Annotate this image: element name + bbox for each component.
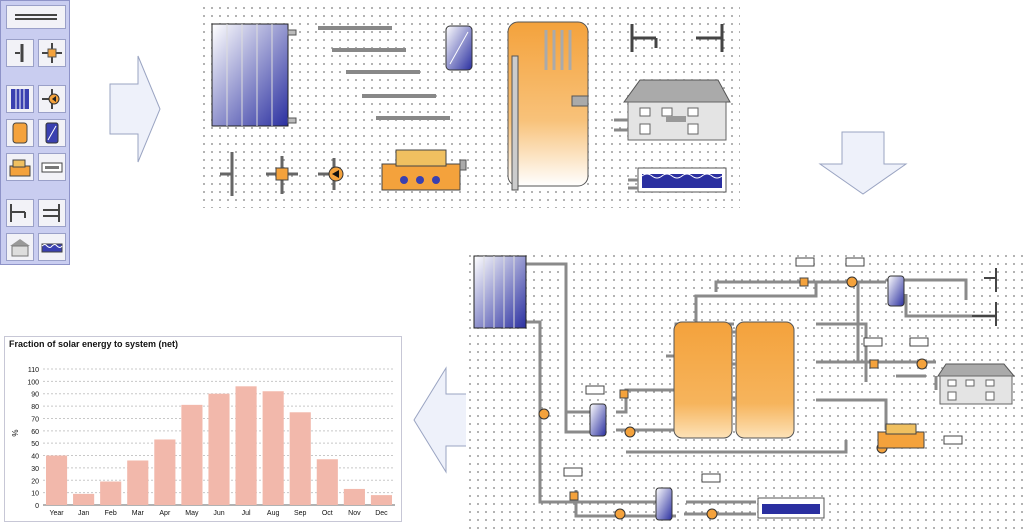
y-tick-label: 100 bbox=[27, 379, 39, 386]
y-tick-label: 110 bbox=[28, 367, 39, 374]
palette-cold-water-button[interactable] bbox=[38, 199, 66, 227]
solar-collector[interactable] bbox=[473, 255, 527, 329]
bar-year bbox=[45, 455, 68, 505]
bar-mar bbox=[127, 460, 149, 505]
bar-jan bbox=[73, 493, 95, 505]
solar-collector-icon bbox=[11, 89, 29, 109]
palette-valve-button[interactable] bbox=[38, 39, 66, 67]
x-tick-label: Mar bbox=[132, 510, 145, 517]
tee-pipe[interactable] bbox=[220, 152, 234, 196]
x-tick-label: Aug bbox=[267, 510, 280, 517]
storage-tank[interactable] bbox=[507, 21, 589, 191]
controller-icon bbox=[41, 162, 63, 173]
bar-sep bbox=[289, 412, 311, 505]
x-tick-label: May bbox=[185, 510, 199, 517]
pool-icon bbox=[41, 243, 63, 253]
x-tick-label: Apr bbox=[159, 510, 171, 517]
y-tick-label: 20 bbox=[31, 478, 39, 485]
pump-icon bbox=[42, 89, 60, 109]
controllers[interactable] bbox=[563, 257, 963, 483]
system-canvas[interactable] bbox=[466, 252, 1024, 529]
y-tick-label: 80 bbox=[31, 404, 39, 411]
storage-tanks[interactable] bbox=[673, 321, 795, 439]
x-tick-label: Jul bbox=[242, 510, 251, 517]
bar-jul bbox=[235, 386, 257, 505]
bar-aug bbox=[262, 391, 284, 505]
cold-water-icon bbox=[43, 204, 60, 222]
palette-exchanger-button[interactable] bbox=[38, 119, 66, 147]
y-axis-label: % bbox=[11, 429, 20, 436]
palette-tap-button[interactable] bbox=[6, 199, 34, 227]
bar-nov bbox=[343, 488, 365, 505]
bar-dec bbox=[370, 495, 393, 505]
heat-exchanger-icon bbox=[45, 122, 59, 144]
x-tick-label: Feb bbox=[105, 510, 117, 517]
mixing-valve[interactable] bbox=[266, 156, 298, 194]
pipe-icon bbox=[15, 14, 57, 20]
palette-tank-button[interactable] bbox=[6, 119, 34, 147]
palette-collector-button[interactable] bbox=[6, 85, 34, 113]
house[interactable] bbox=[937, 363, 1016, 405]
palette-boiler-button[interactable] bbox=[6, 153, 34, 181]
pipe-segments[interactable] bbox=[318, 26, 450, 120]
bar-oct bbox=[316, 459, 338, 505]
palette-pipe-button[interactable] bbox=[6, 5, 66, 29]
x-tick-label: Year bbox=[49, 510, 64, 517]
chart-plot: Fraction of solar energy to system (net)… bbox=[9, 339, 395, 517]
x-tick-label: Oct bbox=[322, 510, 333, 517]
palette-controller-button[interactable] bbox=[38, 153, 66, 181]
component-palette bbox=[0, 0, 70, 265]
solar-collector[interactable] bbox=[211, 23, 297, 127]
bar-feb bbox=[100, 481, 122, 505]
boiler[interactable] bbox=[877, 423, 925, 449]
pool[interactable] bbox=[757, 497, 825, 519]
y-tick-label: 50 bbox=[31, 441, 39, 448]
boiler[interactable] bbox=[381, 149, 467, 191]
solar-fraction-chart: Fraction of solar energy to system (net)… bbox=[4, 336, 402, 522]
tap-icon bbox=[10, 204, 26, 222]
y-tick-label: 10 bbox=[31, 491, 39, 498]
tap-outlets[interactable] bbox=[630, 24, 724, 52]
house[interactable] bbox=[614, 79, 731, 141]
y-tick-label: 30 bbox=[31, 466, 39, 473]
arrow-down-icon bbox=[818, 131, 908, 195]
house-icon bbox=[10, 239, 30, 257]
bar-apr bbox=[154, 439, 176, 505]
x-tick-label: Dec bbox=[375, 510, 388, 517]
heat-exchanger[interactable] bbox=[589, 275, 905, 521]
palette-pool-button[interactable] bbox=[38, 233, 66, 261]
heat-exchanger[interactable] bbox=[445, 25, 473, 71]
valve-cross-icon bbox=[42, 43, 62, 63]
x-tick-label: Jan bbox=[78, 510, 89, 517]
pool[interactable] bbox=[628, 167, 727, 193]
chart-title: Fraction of solar energy to system (net) bbox=[9, 339, 178, 349]
x-tick-label: Jun bbox=[213, 510, 224, 517]
y-tick-label: 90 bbox=[31, 392, 39, 399]
y-tick-label: 70 bbox=[31, 416, 39, 423]
bar-may bbox=[181, 404, 203, 505]
boiler-icon bbox=[9, 159, 31, 177]
pump[interactable] bbox=[318, 158, 344, 190]
palette-pump-button[interactable] bbox=[38, 85, 66, 113]
palette-pipe-tee-button[interactable] bbox=[6, 39, 34, 67]
x-tick-label: Nov bbox=[348, 510, 361, 517]
bar-jun bbox=[208, 393, 230, 505]
y-tick-label: 60 bbox=[31, 429, 39, 436]
y-tick-label: 0 bbox=[35, 503, 39, 510]
storage-tank-icon bbox=[12, 122, 28, 144]
pipe-tee-icon bbox=[15, 44, 24, 62]
arrow-right-icon bbox=[109, 55, 161, 163]
pumps[interactable] bbox=[538, 276, 928, 520]
tap-outlets[interactable] bbox=[972, 268, 997, 326]
x-tick-label: Sep bbox=[294, 510, 307, 517]
palette-house-button[interactable] bbox=[6, 233, 34, 261]
y-tick-label: 40 bbox=[31, 454, 39, 461]
mixing-valves[interactable] bbox=[569, 277, 879, 501]
component-canvas[interactable] bbox=[200, 4, 740, 208]
